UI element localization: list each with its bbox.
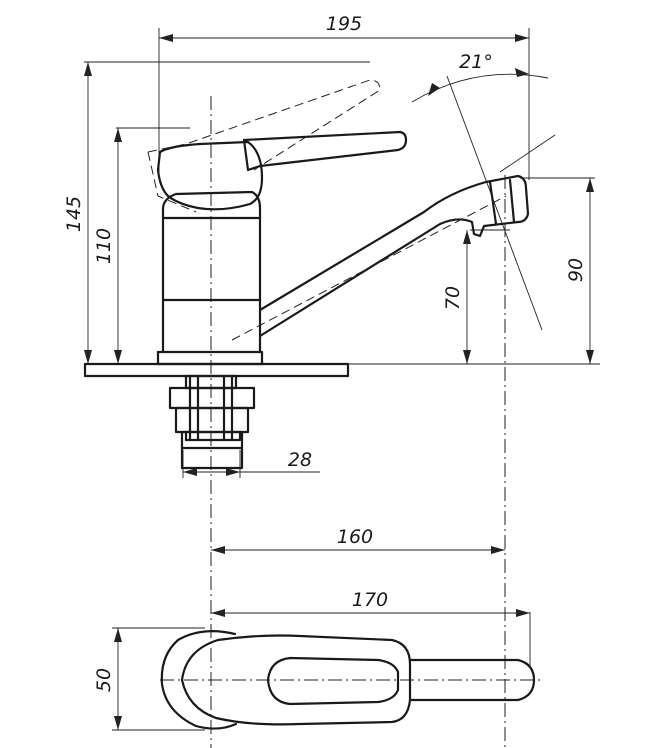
label-body-height: 110 bbox=[93, 228, 115, 264]
label-spout-height: 70 bbox=[442, 286, 464, 310]
dimension-labels: 195 21° 145 110 70 90 28 160 170 50 bbox=[63, 13, 587, 692]
label-spout-top-height: 90 bbox=[565, 258, 587, 282]
faucet-body bbox=[161, 190, 262, 354]
top-lever-inset bbox=[266, 656, 400, 706]
top-body-circle bbox=[160, 629, 238, 730]
label-total-length: 195 bbox=[326, 13, 362, 35]
spout-outlet-line-2 bbox=[508, 178, 516, 224]
cartridge-cap bbox=[156, 140, 264, 211]
top-lever-outline bbox=[180, 634, 412, 726]
label-angle: 21° bbox=[459, 51, 493, 73]
center-lines bbox=[160, 96, 540, 748]
body-base-ring bbox=[156, 350, 264, 366]
threaded-shank bbox=[168, 374, 256, 470]
dim-arc-angle bbox=[411, 73, 549, 103]
spout bbox=[258, 174, 530, 338]
dimension-lines bbox=[84, 34, 594, 730]
extension-lines bbox=[84, 28, 600, 731]
mounting-plate bbox=[83, 362, 350, 378]
label-total-height: 145 bbox=[63, 196, 85, 232]
top-spout bbox=[408, 658, 536, 702]
lever-open-position bbox=[147, 79, 381, 213]
label-thread-diameter: 28 bbox=[288, 449, 312, 471]
lever-handle bbox=[242, 130, 408, 172]
faucet-side-view bbox=[83, 79, 530, 470]
label-plan-width: 50 bbox=[93, 668, 115, 692]
spout-axis-dashed bbox=[231, 195, 507, 341]
faucet-top-view bbox=[160, 629, 536, 730]
label-plan-length: 170 bbox=[352, 589, 388, 611]
label-spout-reach: 160 bbox=[337, 526, 373, 548]
